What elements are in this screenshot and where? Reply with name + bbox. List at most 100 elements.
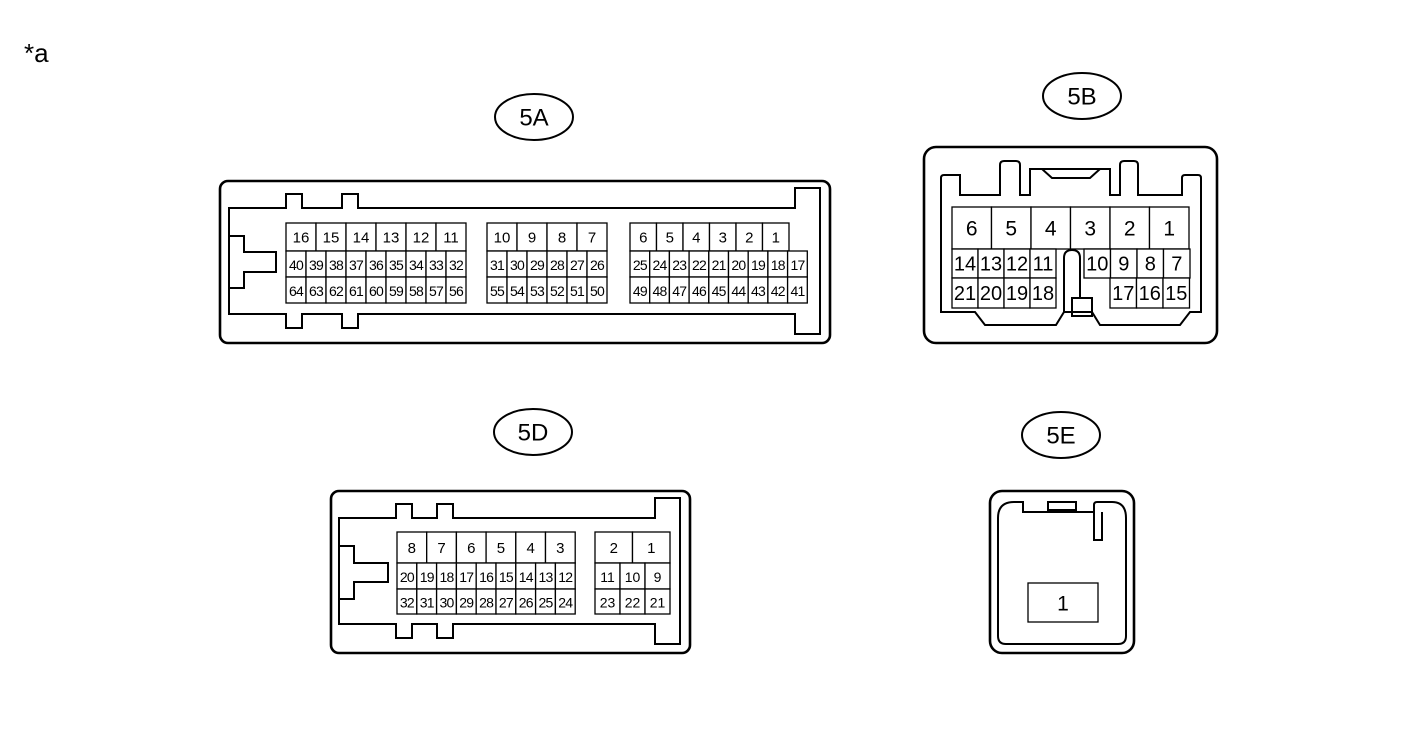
pin-cell <box>546 222 578 252</box>
connector-5a-label-oval <box>494 93 574 141</box>
pin-number: 59 <box>389 283 404 299</box>
pin-number: 8 <box>408 540 416 557</box>
pin-number: 7 <box>588 230 596 247</box>
pin-cell <box>1162 277 1191 309</box>
connector-5b-inner <box>940 160 1202 326</box>
pin-cell <box>1003 277 1031 309</box>
connector-5e-latch <box>1047 501 1077 511</box>
pin-number: 6 <box>966 218 978 241</box>
pin-number: 4 <box>692 230 700 247</box>
pin-number: 12 <box>413 230 430 247</box>
pin-number: 54 <box>510 283 525 299</box>
connector-5e-key <box>1093 512 1103 541</box>
pin-number: 25 <box>633 257 648 273</box>
pin-cell <box>1029 277 1057 309</box>
pin-number: 39 <box>309 257 324 273</box>
connector-5a-inner <box>228 187 821 335</box>
pin-cell <box>977 277 1005 309</box>
pin-number: 1 <box>772 230 780 247</box>
connector-5e-inner <box>997 501 1127 645</box>
pin-number: 61 <box>349 283 364 299</box>
pin-number: 12 <box>1006 254 1028 276</box>
pin-number: 23 <box>672 257 687 273</box>
pin-number: 10 <box>1086 254 1108 276</box>
pin-number: 21 <box>712 257 727 273</box>
pin-cell <box>708 222 737 252</box>
pin-number: 21 <box>954 283 976 305</box>
pin-number: 63 <box>309 283 324 299</box>
pin-number: 26 <box>519 595 534 611</box>
pin-number: 33 <box>429 257 444 273</box>
pin-cell <box>655 222 684 252</box>
pin-number: 17 <box>1112 283 1134 305</box>
pin-number: 28 <box>550 257 565 273</box>
pin-number: 38 <box>329 257 344 273</box>
pin-cell <box>682 222 711 252</box>
pin-cell <box>761 222 790 252</box>
pin-number: 1 <box>1057 593 1069 616</box>
pin-number: 13 <box>539 569 554 585</box>
connector-5e: 5E 1 <box>988 411 1136 655</box>
connector-5d-lock <box>339 545 389 600</box>
pin-number: 17 <box>459 569 474 585</box>
pin-number: 35 <box>389 257 404 273</box>
pin-number: 55 <box>490 283 505 299</box>
pin-number: 19 <box>420 569 435 585</box>
pin-number: 3 <box>556 540 564 557</box>
pin-cell <box>1109 277 1138 309</box>
pin-number: 18 <box>440 569 455 585</box>
pin-cell <box>285 222 317 252</box>
pin-number: 47 <box>672 283 687 299</box>
pin-number: 36 <box>369 257 384 273</box>
pin-cell <box>426 531 458 564</box>
pin-number: 62 <box>329 283 344 299</box>
pin-number: 3 <box>719 230 727 247</box>
pin-number: 13 <box>980 254 1002 276</box>
pin-number: 5 <box>497 540 505 557</box>
pin-number: 9 <box>1118 254 1129 276</box>
pin-cell <box>1069 206 1111 250</box>
pin-number: 37 <box>349 257 364 273</box>
pin-number: 14 <box>353 230 370 247</box>
pin-number: 22 <box>692 257 707 273</box>
pin-number: 58 <box>409 283 424 299</box>
pin-number: 53 <box>530 283 545 299</box>
pin-number: 16 <box>293 230 310 247</box>
pin-number: 4 <box>1045 218 1057 241</box>
pin-number: 56 <box>449 283 464 299</box>
connector-5d-inner <box>338 497 681 645</box>
pin-number: 19 <box>1006 283 1028 305</box>
pin-number: 51 <box>570 283 585 299</box>
pin-cell <box>554 588 576 615</box>
pin-number: 32 <box>400 595 415 611</box>
pin-number: 16 <box>1139 283 1161 305</box>
pin-number: 24 <box>653 257 668 273</box>
pin-cell <box>1030 206 1072 250</box>
pin-number: 45 <box>712 283 727 299</box>
connector-5d-housing <box>329 489 692 655</box>
connector-5b-label: 5B <box>1067 84 1096 111</box>
pin-number: 30 <box>440 595 455 611</box>
pin-cell <box>485 531 517 564</box>
pin-number: 10 <box>625 569 641 585</box>
pin-number: 29 <box>459 595 474 611</box>
pin-number: 8 <box>558 230 566 247</box>
pin-number: 32 <box>449 257 464 273</box>
pin-number: 34 <box>409 257 424 273</box>
pin-number: 1 <box>647 540 655 557</box>
pin-number: 14 <box>954 254 976 276</box>
pin-cell <box>619 588 646 615</box>
pin-number: 4 <box>526 540 534 557</box>
connector-5d-label-oval <box>493 408 573 456</box>
connector-5b-housing <box>922 145 1219 345</box>
pin-number: 7 <box>437 540 445 557</box>
pin-number: 28 <box>479 595 494 611</box>
connector-5a-label: 5A <box>519 105 548 132</box>
pin-cell <box>396 531 428 564</box>
pin-number: 12 <box>558 569 573 585</box>
pin-cell <box>576 222 608 252</box>
